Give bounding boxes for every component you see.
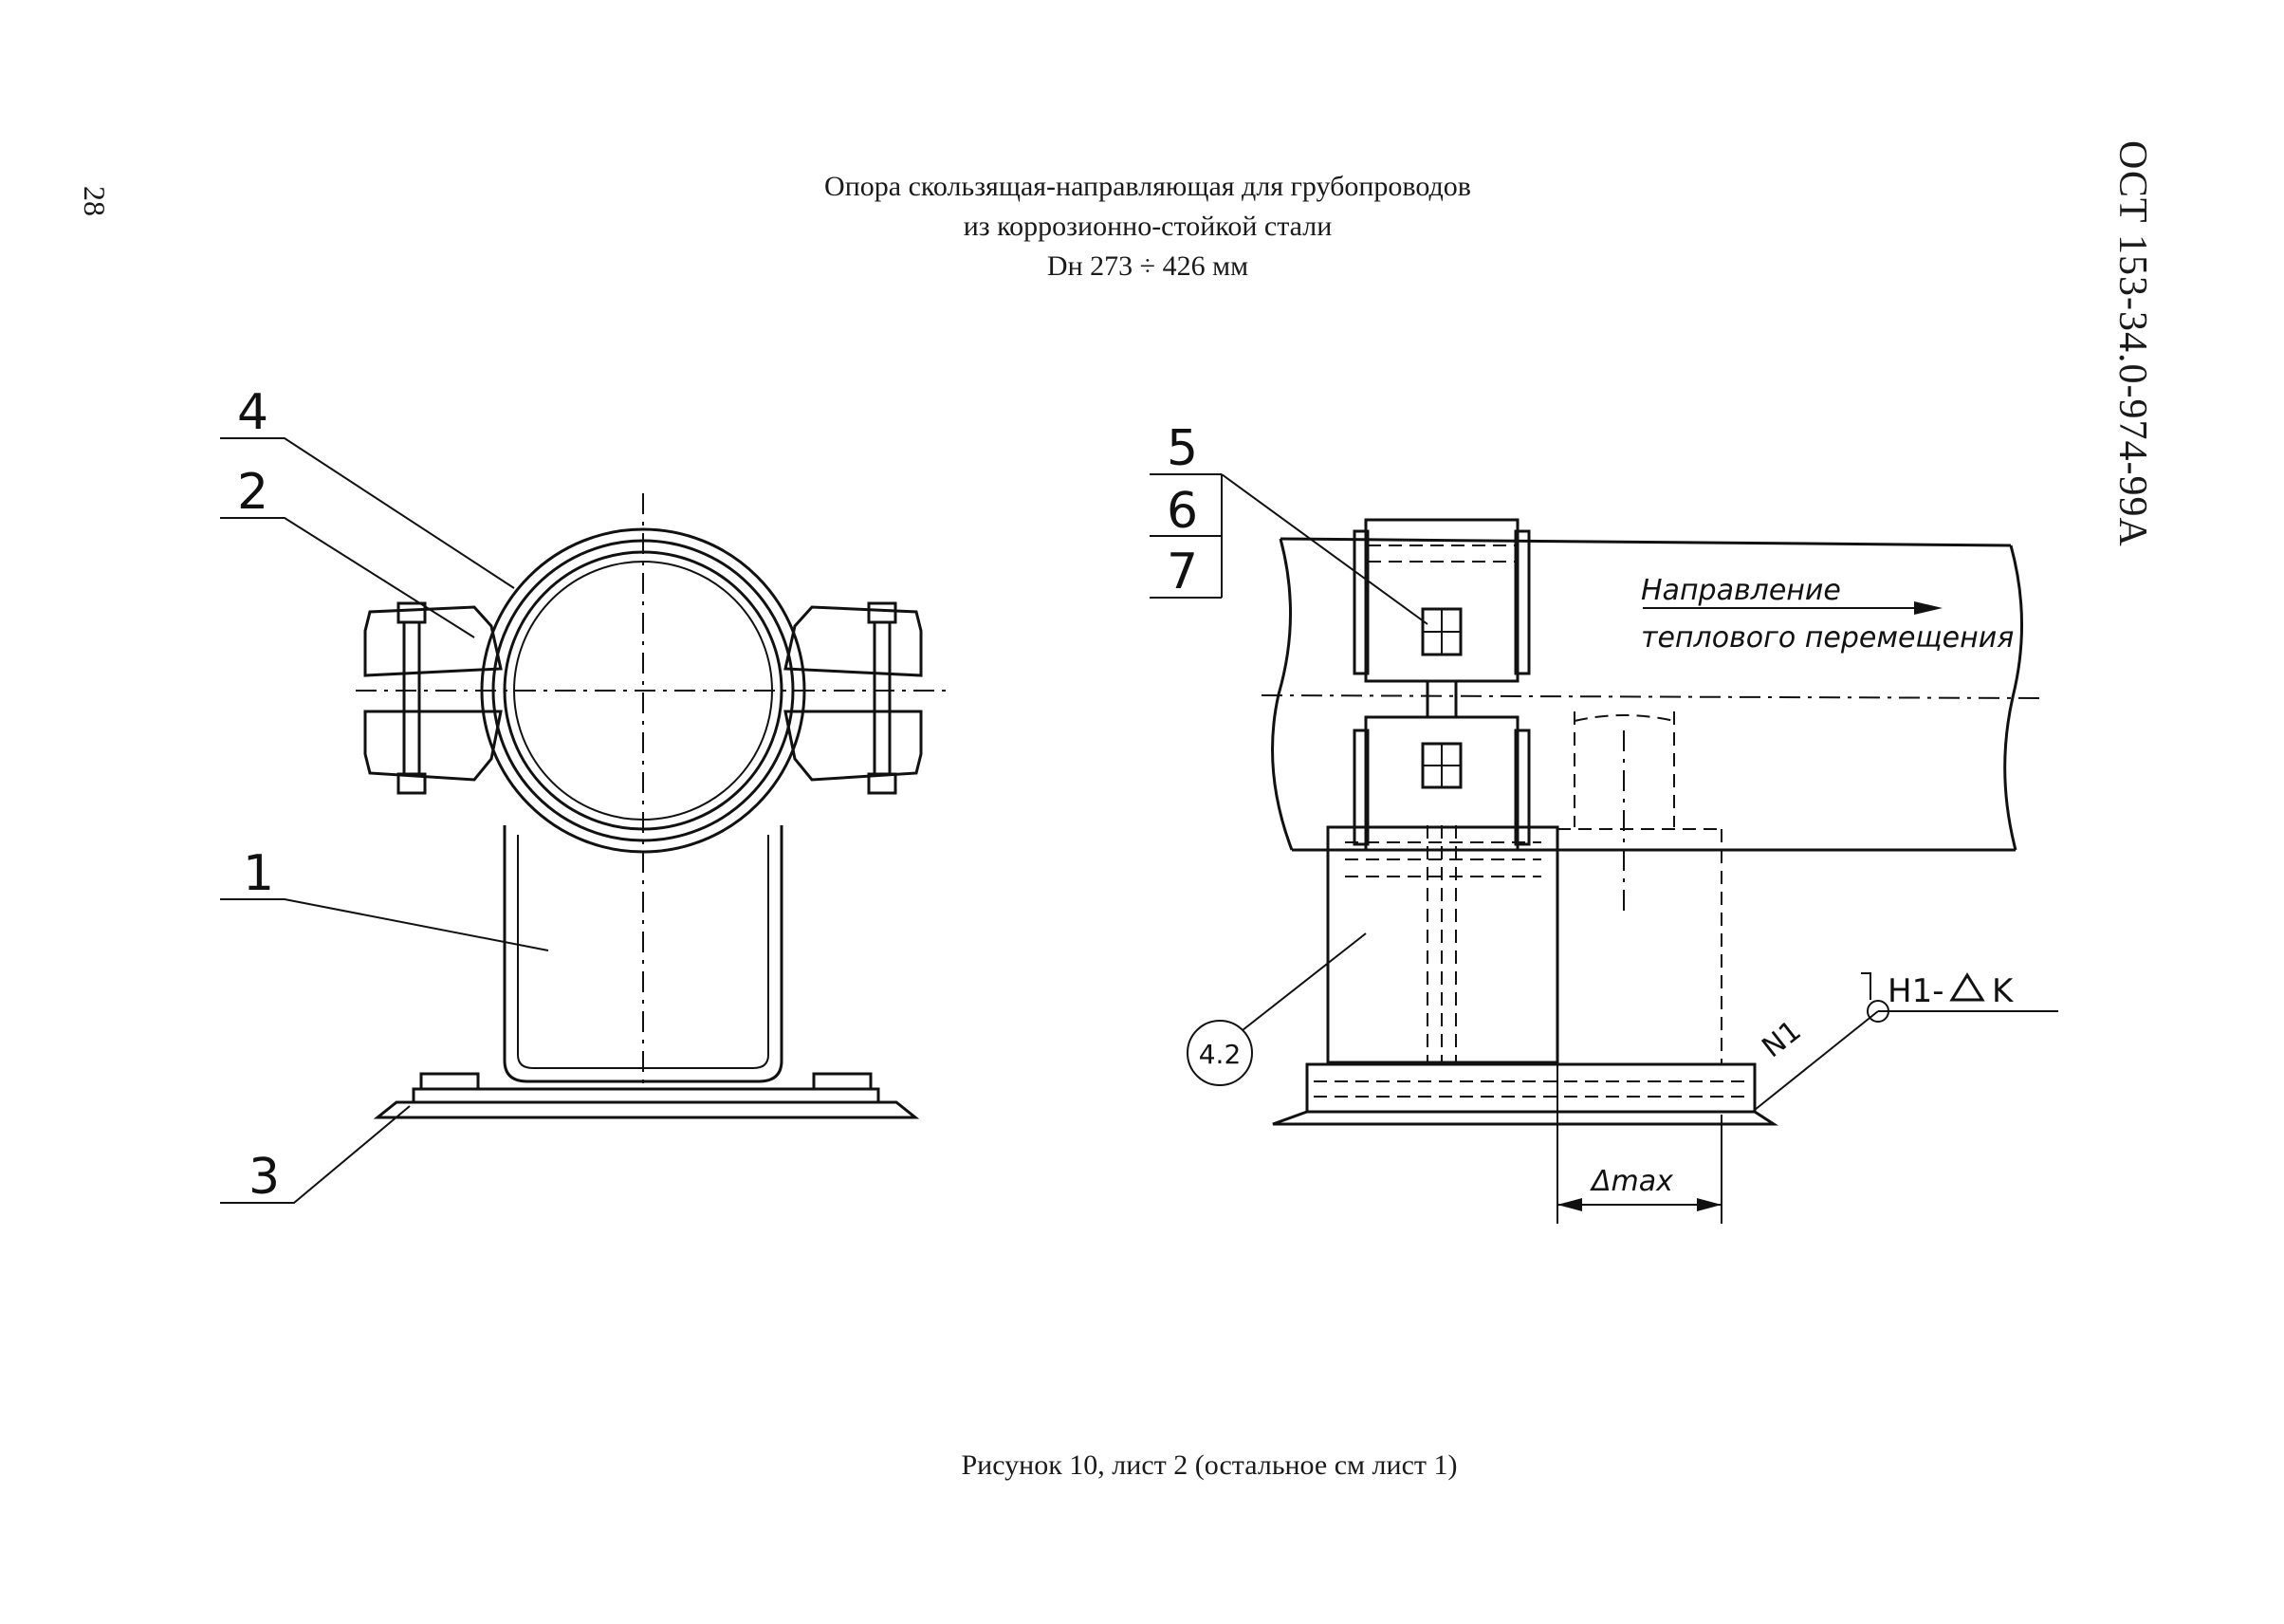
label-7: 7	[1167, 544, 1198, 600]
upper-clamp	[1353, 518, 1531, 683]
title-line-1: Опора скользящая-направляющая для грубоп…	[824, 171, 1471, 202]
direction-arrow-head	[1914, 601, 1943, 615]
pipe-break-right	[2003, 544, 2024, 851]
clamp-flange-left-upper	[363, 605, 503, 677]
weld-n1-label: N1	[1756, 1014, 1807, 1064]
pipe-centerline	[1261, 694, 2040, 699]
dimension-label: Δmax	[1590, 1165, 1673, 1198]
pipe-inner-wall	[513, 561, 773, 821]
label-4: 4	[237, 384, 268, 441]
support-body	[503, 825, 783, 1083]
weld-symbol-k: K	[1992, 972, 2015, 1010]
clamp-flange-left-lower	[363, 710, 503, 782]
base-plate	[373, 1100, 920, 1119]
clamp-flange-right-upper	[783, 605, 923, 677]
title-line-3: Dн 273 ÷ 426 мм	[1046, 250, 1249, 282]
guide-right	[812, 1072, 873, 1091]
bolt-left	[396, 601, 427, 795]
base-plate-side	[1272, 1110, 1779, 1126]
left-view: 4 2 1 3	[220, 384, 949, 1206]
label-1: 1	[243, 845, 274, 902]
weld-fillet-triangle	[1949, 972, 1985, 1002]
leader-4-2	[1242, 932, 1367, 1031]
label-3: 3	[249, 1149, 280, 1206]
weld-leader	[1754, 1010, 1879, 1111]
support-body-inner	[517, 835, 769, 1069]
dim-arrow-right	[1697, 1198, 1722, 1211]
bolt-stem	[1426, 679, 1458, 719]
label-5: 5	[1167, 420, 1198, 477]
sliding-plate-side	[1305, 1062, 1757, 1114]
direction-label-2: теплового перемещения	[1641, 621, 2014, 655]
callout-circle	[1187, 1020, 1253, 1086]
weld-flag	[1861, 972, 1871, 1000]
clamp-flange-right-lower	[783, 710, 923, 782]
sliding-plate	[412, 1087, 880, 1104]
figure-caption: Рисунок 10, лист 2 (остальное см лист 1)	[961, 1449, 1458, 1481]
bolt-right	[867, 601, 897, 795]
clamp-outer-ring	[480, 527, 806, 854]
label-6: 6	[1167, 483, 1198, 540]
leader-3	[220, 1105, 411, 1204]
direction-label-1: Направление	[1641, 574, 1841, 607]
weld-spec: H1-	[1888, 972, 1943, 1010]
leader-5-6-7	[1221, 473, 1428, 625]
support-body-side	[1326, 825, 1559, 1064]
pipe-break-left	[1271, 538, 1294, 851]
callout-label: 4.2	[1199, 1039, 1242, 1070]
leader-4	[220, 437, 515, 589]
pipe-outer-wall	[503, 550, 783, 831]
leader-2	[220, 517, 475, 638]
label-2: 2	[237, 464, 268, 521]
clamp-inner-ring	[491, 539, 795, 842]
dim-arrow-left	[1557, 1198, 1582, 1211]
leader-1	[220, 898, 549, 951]
displaced-arc	[1574, 714, 1675, 722]
part-label-table	[1150, 473, 1223, 599]
right-view: Δmax Направление теплового перемещения 5…	[1150, 420, 2058, 1224]
pipe-top-edge	[1280, 537, 2012, 547]
guide-left	[419, 1072, 480, 1091]
title-line-2: из коррозионно-стойкой стали	[963, 211, 1333, 242]
